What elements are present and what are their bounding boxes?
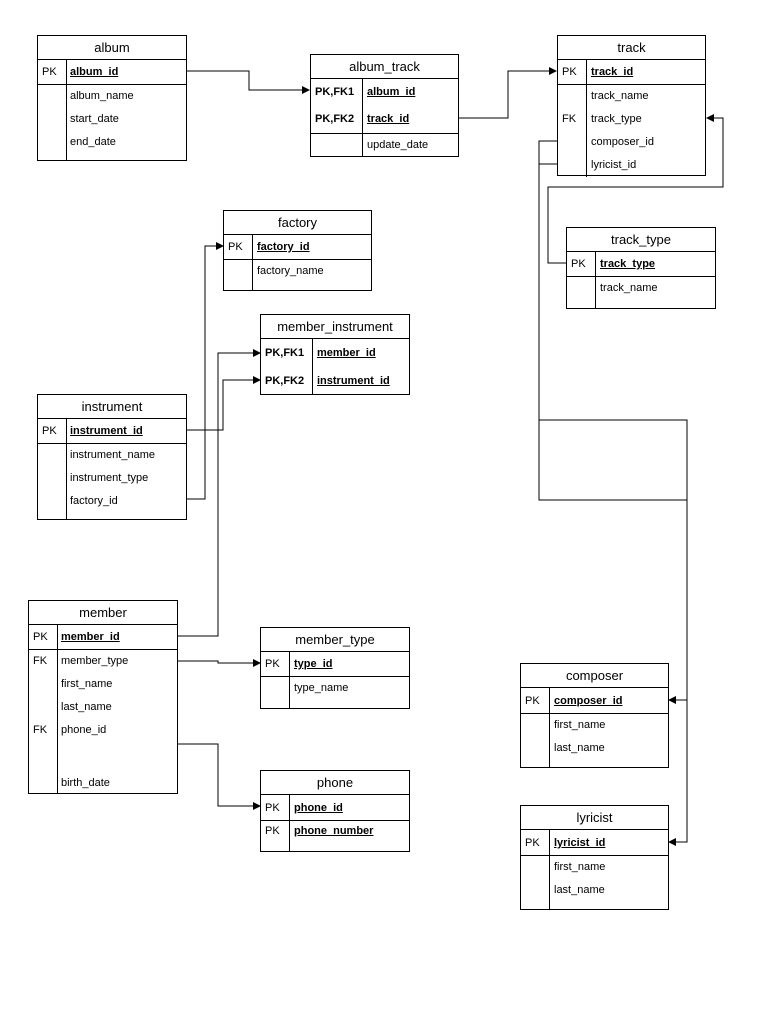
field-member-type: member_type bbox=[61, 655, 129, 667]
key-label: PK bbox=[525, 837, 540, 849]
field-lyricist-id: lyricist_id bbox=[554, 837, 606, 849]
field-type-name: type_name bbox=[294, 682, 349, 694]
key-label: PK bbox=[525, 695, 540, 707]
field-lyricist-id: lyricist_id bbox=[591, 159, 637, 171]
field-first-name: first_name bbox=[554, 719, 606, 731]
entity-title: instrument bbox=[38, 395, 186, 419]
key-label: PK bbox=[265, 658, 280, 670]
link-instrument-factory bbox=[186, 242, 224, 500]
field-track-id: track_id bbox=[367, 113, 410, 125]
link-albumtrack-track bbox=[459, 67, 557, 119]
field-track-name: track_name bbox=[591, 90, 649, 102]
entity-track-type[interactable]: track_type PK track_type track_name bbox=[566, 227, 716, 309]
key-label: PK,FK1 bbox=[315, 86, 355, 98]
field-instrument-id: instrument_id bbox=[70, 425, 143, 437]
key-label: PK bbox=[562, 66, 577, 78]
field-phone-id: phone_id bbox=[61, 724, 107, 736]
field-instrument-id: instrument_id bbox=[317, 375, 390, 387]
entity-instrument[interactable]: instrument PK instrument_id instrument_n… bbox=[37, 394, 187, 520]
link-member-memberinstrument bbox=[177, 349, 261, 637]
entity-title: track bbox=[558, 36, 705, 60]
key-label: PK,FK1 bbox=[265, 347, 305, 359]
key-label: PK bbox=[571, 258, 586, 270]
field-track-type: track_type bbox=[591, 113, 642, 125]
field-album-id: album_id bbox=[367, 86, 416, 98]
link-album-albumtrack bbox=[186, 70, 310, 94]
key-label: FK bbox=[33, 655, 48, 667]
entity-member[interactable]: member PK member_id FK member_type first_… bbox=[28, 600, 178, 794]
field-phone-number: phone_number bbox=[294, 825, 374, 837]
field-member-id: member_id bbox=[61, 631, 120, 643]
entity-phone[interactable]: phone PK phone_id PK phone_number bbox=[260, 770, 410, 852]
field-album-id: album_id bbox=[70, 66, 119, 78]
key-label: PK bbox=[265, 825, 280, 837]
entity-title: member_type bbox=[261, 628, 409, 652]
key-label: PK bbox=[42, 425, 57, 437]
entity-title: member bbox=[29, 601, 177, 625]
field-first-name: first_name bbox=[554, 861, 606, 873]
entity-title: phone bbox=[261, 771, 409, 795]
link-instrument-memberinstrument bbox=[186, 376, 261, 431]
key-label: PK bbox=[42, 66, 57, 78]
field-start-date: start_date bbox=[70, 113, 119, 125]
entity-title: composer bbox=[521, 664, 668, 688]
entity-lyricist[interactable]: lyricist PK lyricist_id first_name last_… bbox=[520, 805, 669, 910]
field-phone-id: phone_id bbox=[294, 802, 343, 814]
field-instrument-name: instrument_name bbox=[70, 449, 155, 461]
key-label: PK bbox=[265, 802, 280, 814]
key-label: FK bbox=[33, 724, 48, 736]
key-label: FK bbox=[562, 113, 577, 125]
field-member-id: member_id bbox=[317, 347, 376, 359]
field-first-name: first_name bbox=[61, 678, 113, 690]
field-instrument-type: instrument_type bbox=[70, 472, 149, 484]
entity-album[interactable]: album PK album_id album_name start_date … bbox=[37, 35, 187, 161]
field-track-name: track_name bbox=[600, 282, 658, 294]
key-label: PK,FK2 bbox=[265, 375, 305, 387]
entity-title: album_track bbox=[311, 55, 458, 79]
entity-title: track_type bbox=[567, 228, 715, 252]
field-factory-name: factory_name bbox=[257, 265, 324, 277]
field-last-name: last_name bbox=[554, 884, 605, 896]
field-type-id: type_id bbox=[294, 658, 333, 670]
field-factory-id: factory_id bbox=[70, 495, 118, 507]
field-update-date: update_date bbox=[367, 139, 429, 151]
link-track-composer bbox=[538, 140, 688, 700]
key-label: PK,FK2 bbox=[315, 113, 355, 125]
entity-title: member_instrument bbox=[261, 315, 409, 339]
entity-track[interactable]: track PK track_id track_name FK track_typ… bbox=[557, 35, 706, 177]
entity-composer[interactable]: composer PK composer_id first_name last_… bbox=[520, 663, 669, 768]
field-last-name: last_name bbox=[61, 701, 112, 713]
entity-member-type[interactable]: member_type PK type_id type_name bbox=[260, 627, 410, 709]
field-end-date: end_date bbox=[70, 136, 116, 148]
field-factory-id: factory_id bbox=[257, 241, 310, 253]
link-member-phone bbox=[177, 743, 261, 810]
entity-member-instrument[interactable]: member_instrument PK,FK1 member_id PK,FK… bbox=[260, 314, 410, 395]
link-member-membertype bbox=[177, 659, 261, 667]
field-composer-id: composer_id bbox=[554, 695, 623, 707]
entity-factory[interactable]: factory PK factory_id factory_name bbox=[223, 210, 372, 291]
field-track-type: track_type bbox=[600, 258, 656, 270]
key-label: PK bbox=[33, 631, 48, 643]
field-birth-date: birth_date bbox=[61, 777, 110, 789]
entity-title: album bbox=[38, 36, 186, 60]
entity-title: lyricist bbox=[521, 806, 668, 830]
field-album-name: album_name bbox=[70, 90, 134, 102]
key-label: PK bbox=[228, 241, 243, 253]
entity-title: factory bbox=[224, 211, 371, 235]
field-last-name: last_name bbox=[554, 742, 605, 754]
entity-album-track[interactable]: album_track PK,FK1 album_id PK,FK2 track… bbox=[310, 54, 459, 157]
field-track-id: track_id bbox=[591, 66, 634, 78]
field-composer-id: composer_id bbox=[591, 136, 654, 148]
